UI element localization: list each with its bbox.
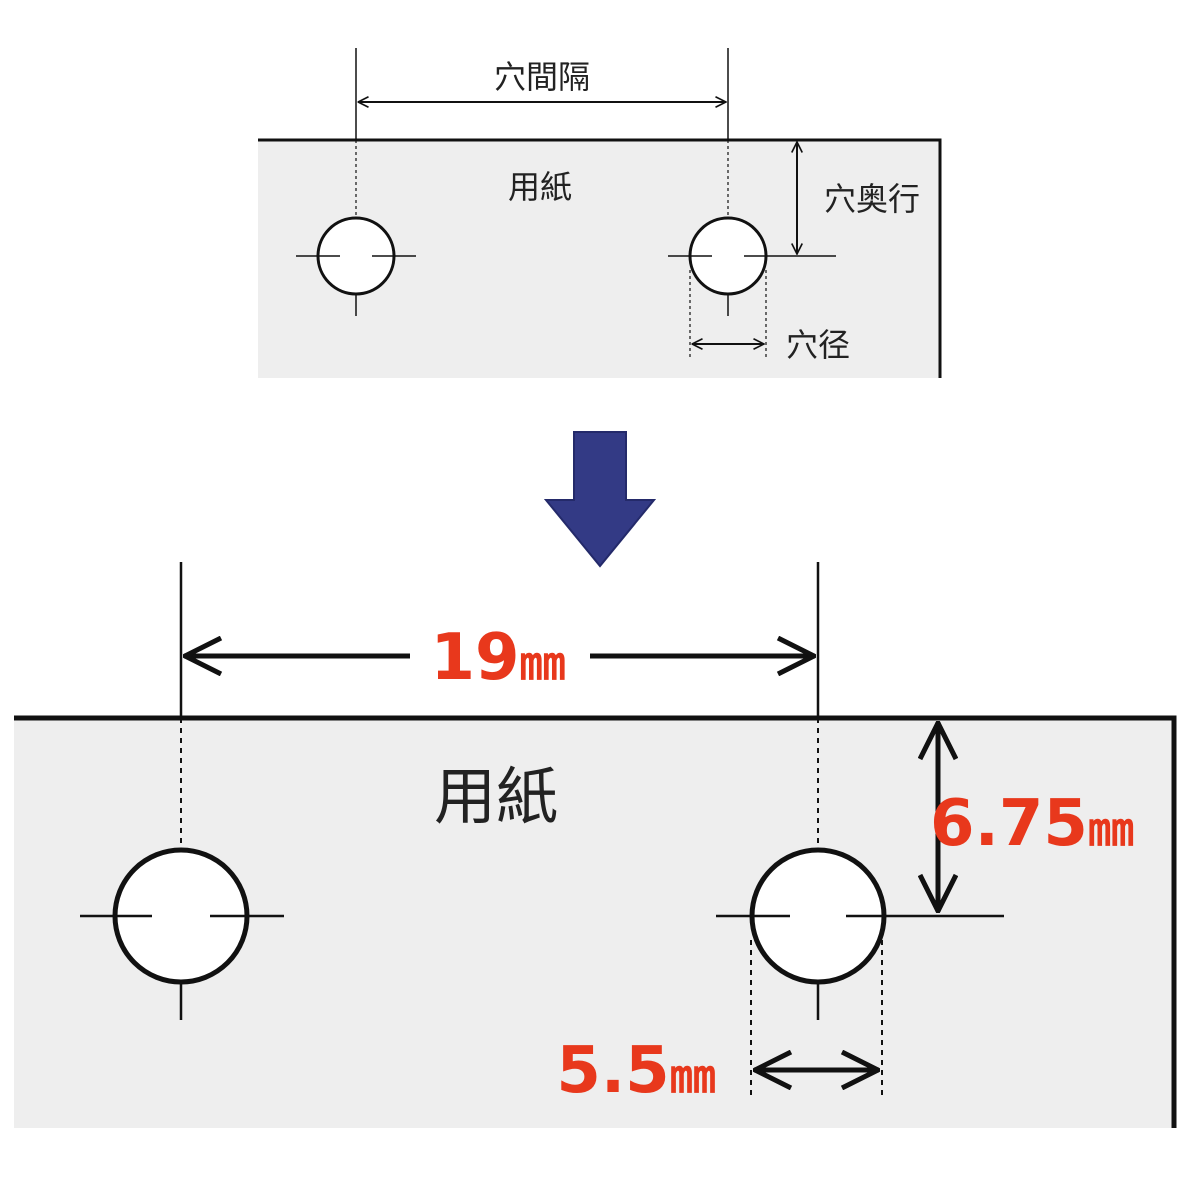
top-hole-pitch-label: 穴間隔 <box>494 58 590 96</box>
top-paper-edge <box>258 138 942 378</box>
bottom-hole-depth-value: 6.75㎜ <box>930 787 1134 861</box>
top-diagram: 穴間隔 用紙 穴奥行 穴径 <box>258 48 942 378</box>
bottom-hole-pitch-value: 19㎜ <box>430 621 565 695</box>
bottom-hole-diameter-value: 5.5㎜ <box>556 1034 715 1108</box>
bottom-diagram: 19㎜ 用紙 6.75㎜ 5.5㎜ <box>14 562 1177 1128</box>
down-arrow-icon <box>543 431 657 568</box>
bottom-paper-label: 用紙 <box>434 760 558 833</box>
bottom-paper-edge <box>14 715 1177 1128</box>
top-hole-depth-label: 穴奥行 <box>824 180 920 218</box>
top-hole-diameter-label: 穴径 <box>786 326 850 364</box>
top-paper-label: 用紙 <box>508 168 572 206</box>
